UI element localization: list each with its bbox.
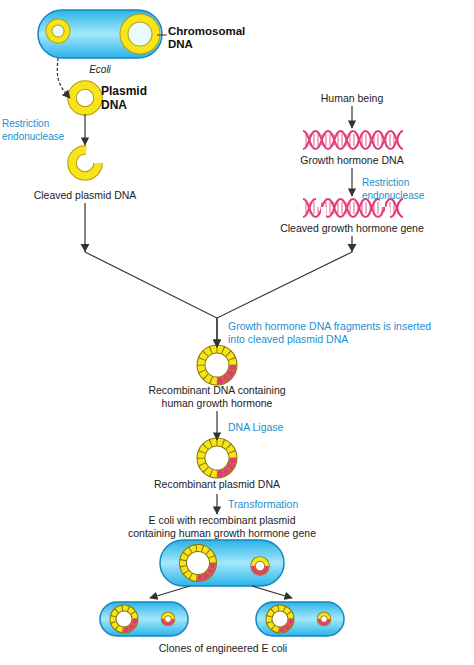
edge-group bbox=[352, 106, 353, 128]
node-caption: Recombinant plasmid DNA bbox=[140, 478, 294, 491]
diagram-node: Clones of engineered E coli bbox=[95, 598, 351, 660]
plasmid-ring bbox=[72, 85, 98, 111]
ecoli-cell bbox=[38, 10, 162, 58]
edge-group bbox=[217, 411, 218, 440]
arrow-connector bbox=[57, 58, 70, 98]
arrow-connector bbox=[84, 114, 85, 145]
diagram-node: Recombinant plasmid DNA bbox=[140, 440, 294, 494]
recombinant-plasmid-ring bbox=[201, 442, 233, 474]
clone-ecoli-cell bbox=[256, 602, 344, 636]
diagram-node: E coli with recombinant plasmid containi… bbox=[100, 514, 344, 586]
arrow-label: Transformation bbox=[228, 498, 338, 511]
arrow-label: Restriction endonuclease bbox=[2, 117, 76, 143]
diagram-node: Growth hormone DNA bbox=[296, 128, 408, 168]
arrow-connector bbox=[217, 236, 352, 347]
node-caption: Cleaved growth hormone gene bbox=[270, 222, 434, 235]
arrow-connector bbox=[351, 168, 352, 196]
edge-group bbox=[217, 236, 352, 347]
arrow-label: Growth hormone DNA fragments is inserted… bbox=[228, 320, 440, 346]
diagram-node: Human being bbox=[310, 91, 394, 106]
diagram-node: Cleaved growth hormone gene bbox=[270, 196, 434, 236]
edge-group bbox=[352, 168, 353, 196]
node-caption: Human being bbox=[310, 92, 394, 105]
node-caption: Clones of engineered E coli bbox=[95, 642, 351, 655]
arrow-connector bbox=[351, 106, 352, 128]
node-caption: E coli with recombinant plasmid containi… bbox=[126, 514, 318, 540]
arrow-connector bbox=[252, 586, 292, 598]
arrow-label: Restriction endonuclease bbox=[362, 176, 442, 202]
edge-group bbox=[217, 494, 218, 514]
edge-group bbox=[85, 114, 86, 145]
dna-helix bbox=[303, 131, 403, 149]
edge-group bbox=[57, 58, 70, 98]
callout-label: Chromosomal DNA bbox=[168, 25, 250, 51]
arrow-label: DNA Ligase bbox=[228, 421, 328, 434]
diagram-node: Recombinant DNA containing human growth … bbox=[137, 347, 297, 411]
diagram-node: Plasmid DNA bbox=[70, 84, 160, 114]
arrow-connector bbox=[216, 411, 217, 440]
arrow-connector bbox=[85, 203, 217, 347]
node-caption: Growth hormone DNA bbox=[276, 154, 428, 167]
recombinant-ring bbox=[201, 349, 233, 381]
transformed-ecoli-cell bbox=[160, 540, 284, 586]
cleaved-plasmid bbox=[72, 150, 98, 176]
node-caption: Ecoli bbox=[38, 63, 162, 76]
edge-group bbox=[150, 586, 292, 598]
node-caption: Recombinant DNA containing human growth … bbox=[137, 384, 297, 410]
arrow-connector bbox=[150, 586, 190, 598]
node-caption: Plasmid DNA bbox=[101, 84, 157, 112]
diagram-node: Cleaved plasmid DNA bbox=[25, 145, 145, 203]
diagram-node: Ecoli bbox=[38, 10, 162, 58]
leader-line bbox=[157, 35, 167, 36]
edge-group bbox=[85, 203, 217, 347]
clone-ecoli-cell bbox=[100, 602, 188, 636]
node-caption: Cleaved plasmid DNA bbox=[25, 189, 145, 202]
arrow-connector bbox=[216, 494, 217, 514]
